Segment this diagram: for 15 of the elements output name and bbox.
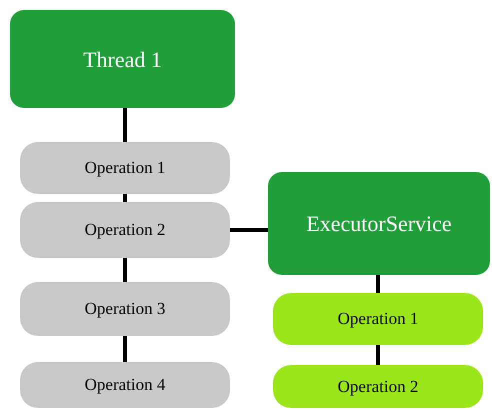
operation-box: Operation 1 (20, 142, 230, 194)
connector-line (123, 108, 127, 142)
connector-line (123, 336, 127, 362)
connector-line (123, 258, 127, 282)
process-box: ExecutorService (268, 172, 490, 275)
process-box: Thread 1 (10, 10, 235, 108)
operation-box: Operation 3 (20, 282, 230, 336)
connector-line (376, 345, 380, 365)
connector-line (123, 194, 127, 202)
operation-box: Operation 4 (20, 362, 230, 408)
operation-box: Operation 1 (273, 293, 483, 345)
connector-line (230, 228, 268, 232)
operation-box: Operation 2 (273, 365, 483, 408)
operation-box: Operation 2 (20, 202, 230, 258)
connector-line (376, 275, 380, 293)
